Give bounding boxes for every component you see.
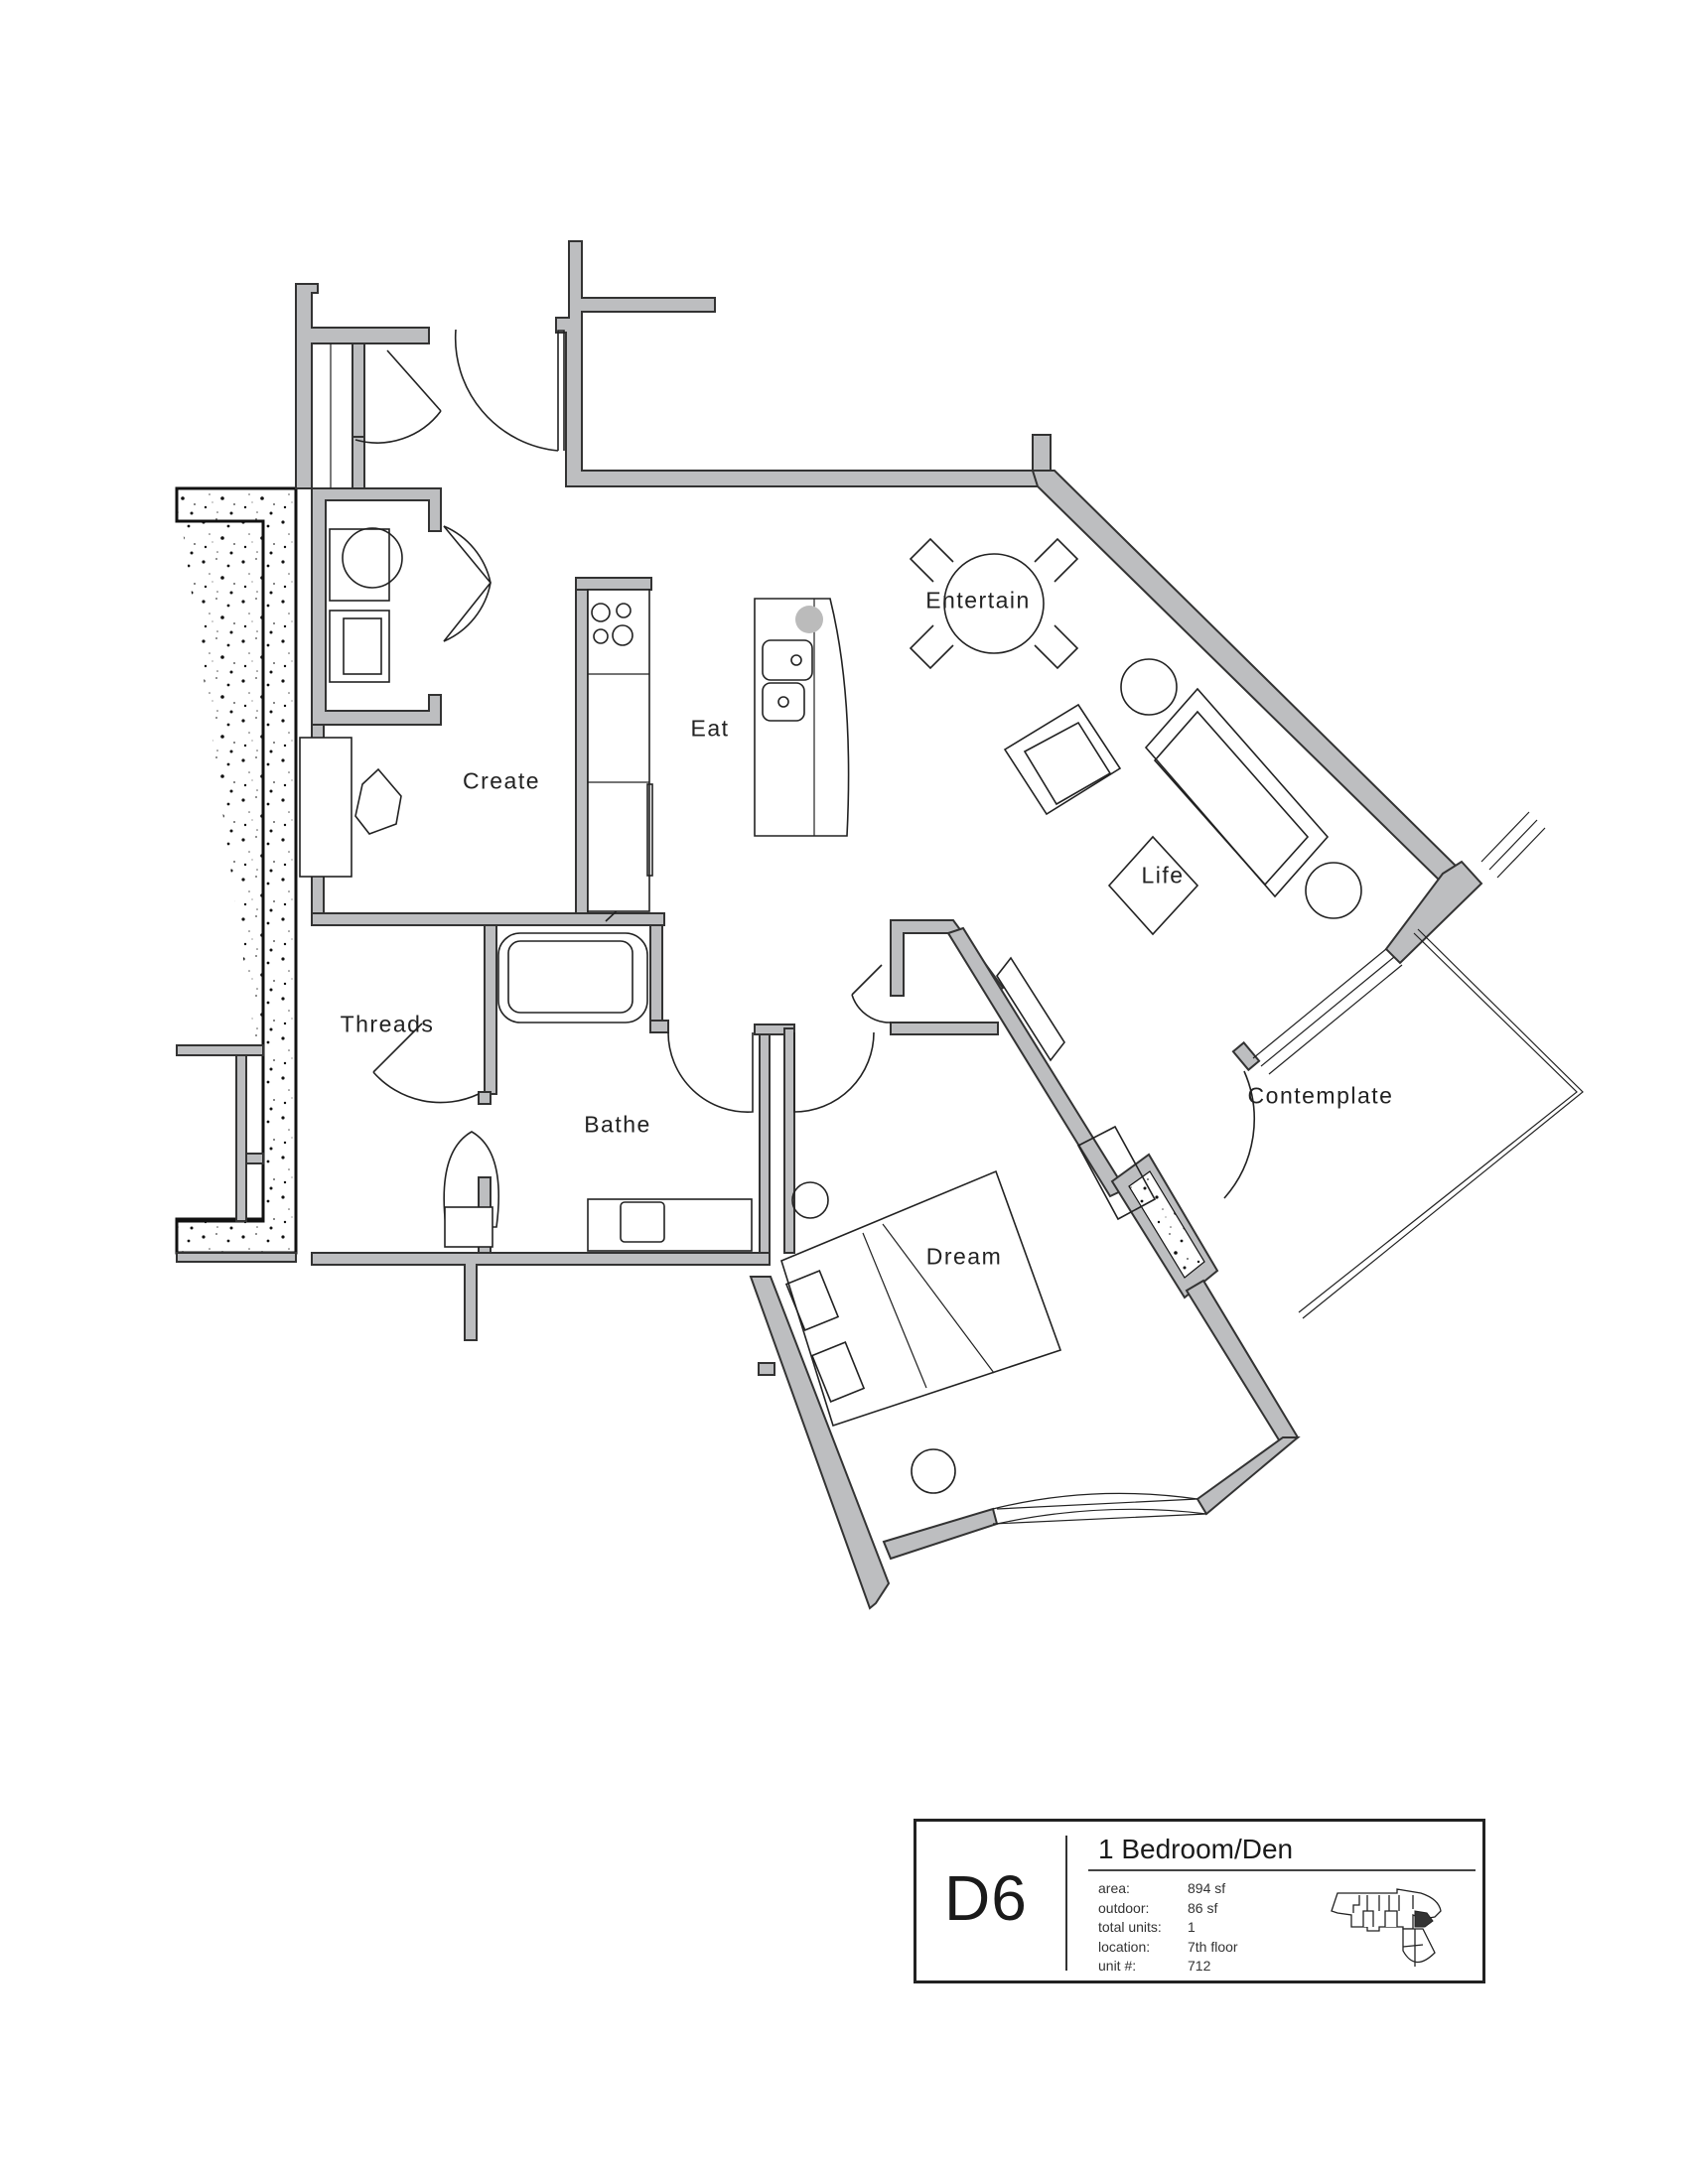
spec-value: 1 bbox=[1188, 1919, 1196, 1935]
title-rule bbox=[1088, 1869, 1476, 1871]
adjacent-unit-walls bbox=[176, 1044, 297, 1263]
floor-plan-drawing bbox=[175, 240, 1584, 1610]
spec-row-location: location: 7th floor bbox=[1098, 1938, 1238, 1958]
unit-specs: area: 894 sf outdoor: 86 sf total units:… bbox=[1098, 1879, 1238, 1977]
building-key-plan-icon bbox=[1331, 1888, 1442, 1967]
info-divider bbox=[1065, 1836, 1067, 1971]
room-label-entertain: Entertain bbox=[925, 587, 1031, 614]
spec-label: total units: bbox=[1098, 1919, 1162, 1935]
room-label-life: Life bbox=[1141, 862, 1185, 888]
spec-value: 7th floor bbox=[1188, 1938, 1238, 1955]
unit-type-title: 1 Bedroom/Den bbox=[1098, 1834, 1294, 1864]
room-label-threads: Threads bbox=[340, 1011, 435, 1037]
spec-row-outdoor: outdoor: 86 sf bbox=[1098, 1899, 1238, 1919]
highlighted-unit bbox=[1414, 1910, 1434, 1928]
spec-row-unit-number: unit #: 712 bbox=[1098, 1957, 1238, 1977]
room-label-contemplate: Contemplate bbox=[1247, 1082, 1394, 1109]
spec-value: 712 bbox=[1188, 1958, 1211, 1974]
concrete-wall bbox=[175, 486, 298, 1255]
spec-row-area: area: 894 sf bbox=[1098, 1879, 1238, 1899]
spec-label: outdoor: bbox=[1098, 1899, 1150, 1916]
spec-row-total-units: total units: 1 bbox=[1098, 1918, 1238, 1938]
furniture bbox=[299, 343, 1362, 1494]
room-label-dream: Dream bbox=[925, 1243, 1003, 1270]
windows bbox=[992, 811, 1584, 1525]
room-label-create: Create bbox=[462, 767, 541, 794]
unit-code: D6 bbox=[944, 1862, 1028, 1934]
spec-value: 86 sf bbox=[1188, 1899, 1218, 1916]
spec-label: location: bbox=[1098, 1938, 1151, 1955]
spec-label: area: bbox=[1098, 1880, 1130, 1896]
walls bbox=[295, 240, 1483, 1610]
spec-label: unit #: bbox=[1098, 1958, 1137, 1974]
room-label-bathe: Bathe bbox=[584, 1111, 651, 1138]
doors bbox=[354, 329, 1255, 1199]
unit-info-box: D6 1 Bedroom/Den area: 894 sf outdoor: 8… bbox=[914, 1819, 1485, 1983]
spec-value: 894 sf bbox=[1188, 1880, 1226, 1896]
room-label-eat: Eat bbox=[690, 715, 730, 742]
